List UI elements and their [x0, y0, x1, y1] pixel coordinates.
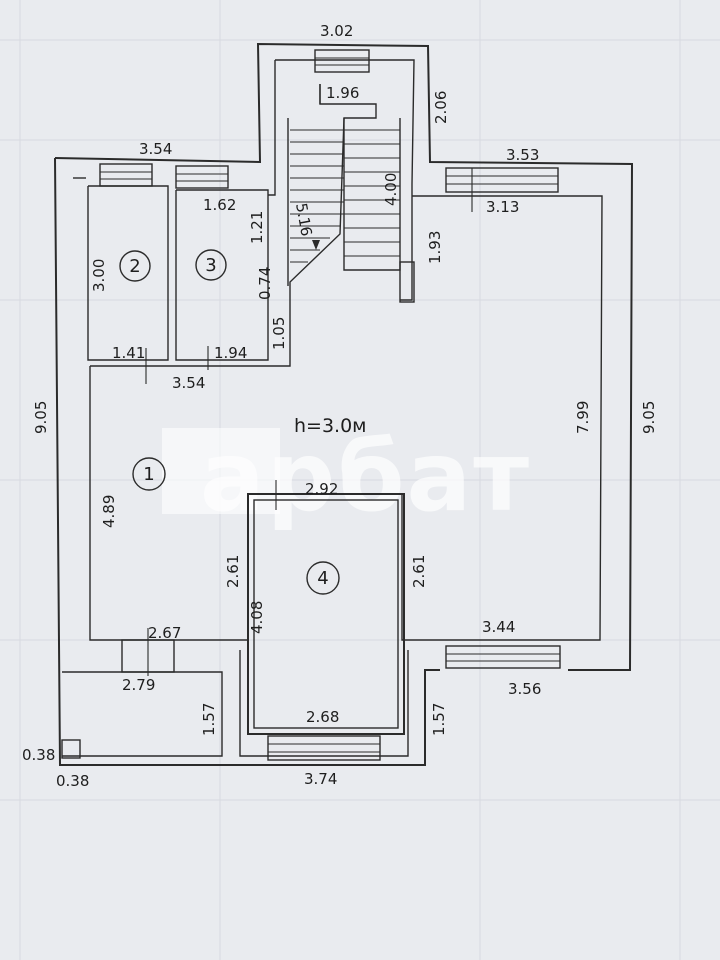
window-top-stair [314, 49, 370, 73]
dim-stair-side: 2.06 [432, 91, 450, 124]
ceiling-height-label: h=3.0м [294, 415, 367, 437]
dim-column-width: 0.38 [56, 772, 89, 790]
dim-room3-top: 1.62 [203, 196, 236, 214]
room-1-number: 1 [143, 464, 154, 485]
dim-right-stair-side: 1.93 [426, 231, 444, 264]
dim-porch-right-side: 1.57 [430, 703, 448, 736]
outer-walls [54, 42, 634, 766]
vertical-dimension-labels: 2.06 4.00 5.16 1.21 3.00 0.74 1.05 1.93 … [32, 91, 658, 736]
dim-stair-gap: 0.74 [256, 267, 274, 300]
dim-bottom-right-inner: 3.44 [482, 618, 515, 636]
room-2-marker [119, 250, 151, 282]
window-bottom-room-4 [267, 735, 381, 761]
room-4-inner-outline [253, 499, 399, 729]
dim-room4-bottom: 2.68 [306, 708, 339, 726]
dim-room2-bottom: 1.41 [112, 344, 145, 362]
dim-room4-top: 2.92 [305, 480, 338, 498]
room-3-number: 3 [205, 255, 216, 276]
dim-room3-side: 1.21 [248, 211, 266, 244]
dim-left-top: 3.54 [139, 140, 172, 158]
dim-porch-left-side: 1.57 [200, 703, 218, 736]
door-bottom-left [121, 628, 175, 676]
dim-column-height: 0.38 [22, 746, 55, 764]
dimension-labels: 3.02 1.96 3.54 3.53 3.13 1.62 1.41 1.94 … [22, 22, 541, 790]
dim-right-top: 3.53 [506, 146, 539, 164]
dim-room3-bottom: 1.94 [214, 344, 247, 362]
dim-right-total: 9.05 [640, 401, 658, 434]
dim-stair-inner-width: 1.96 [326, 84, 359, 102]
room-4-marker [306, 561, 340, 595]
dim-bottom-total: 3.74 [304, 770, 337, 788]
room-3-marker [195, 249, 227, 281]
window-room-2 [99, 163, 153, 187]
dim-room1-side: 4.89 [100, 495, 118, 528]
window-room-3 [175, 165, 229, 189]
dim-stair-run: 4.00 [382, 173, 400, 206]
room-1-marker [132, 457, 166, 491]
room-2-number: 2 [129, 256, 140, 277]
dim-corridor-width: 3.54 [172, 374, 205, 392]
dim-right-inner: 7.99 [574, 401, 592, 434]
dim-room2-height: 3.00 [90, 259, 108, 292]
dim-left-total: 9.05 [32, 401, 50, 434]
room-labels: 2 3 1 4 [119, 249, 340, 595]
room-4-number: 4 [317, 568, 328, 589]
watermark-text: арбат [200, 421, 531, 533]
dim-bottom-left-top: 2.67 [148, 624, 181, 642]
dim-stair-top-width: 3.02 [320, 22, 353, 40]
dim-room4-left-upper: 2.61 [224, 555, 242, 588]
dim-bottom-right-outer: 3.56 [508, 680, 541, 698]
watermark: арбат [162, 421, 531, 533]
dim-stair-slope: 5.16 [292, 202, 316, 238]
dim-right-inner-top: 3.13 [486, 198, 519, 216]
dim-room4-left-full: 4.08 [248, 601, 266, 634]
window-top-right [445, 167, 559, 212]
stair-arrow-icon [312, 240, 320, 250]
dim-room4-right: 2.61 [410, 555, 428, 588]
window-bottom-right [445, 645, 561, 669]
dim-bottom-left-bottom: 2.79 [122, 676, 155, 694]
staircase [287, 84, 401, 286]
windows [99, 49, 561, 761]
room-4-outline [247, 493, 405, 735]
dim-stair-low: 1.05 [270, 317, 288, 350]
